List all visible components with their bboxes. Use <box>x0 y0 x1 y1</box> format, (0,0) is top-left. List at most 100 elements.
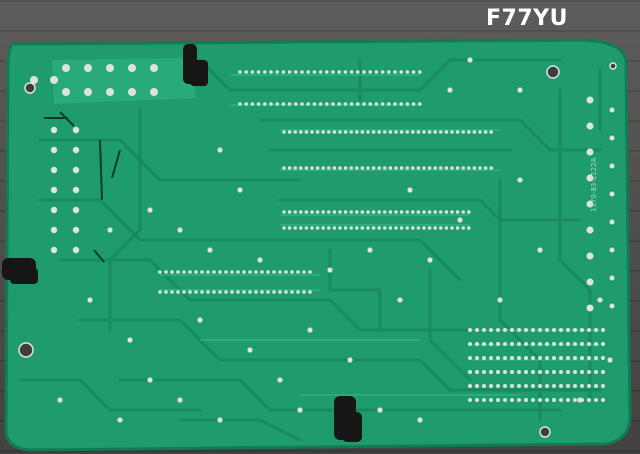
solder-pad <box>545 384 549 388</box>
standoff-clips <box>2 44 362 442</box>
solder-pad <box>552 356 556 360</box>
solder-pad <box>416 130 421 134</box>
solder-pad <box>559 384 563 388</box>
solder-pad <box>388 210 393 214</box>
solder-pad <box>197 317 203 323</box>
solder-pad <box>62 88 70 96</box>
solder-pad <box>455 166 460 170</box>
mounting-hole <box>609 62 617 70</box>
solder-pad <box>427 166 432 170</box>
solder-pad <box>332 166 337 170</box>
solder-pad <box>468 398 472 402</box>
solder-pad <box>206 290 210 294</box>
solder-pad <box>299 210 303 214</box>
solder-pad <box>397 297 403 303</box>
solder-pad <box>263 102 267 106</box>
solder-pad <box>531 328 535 332</box>
solder-pad <box>433 130 438 134</box>
solder-pad <box>405 210 410 214</box>
solder-pad <box>294 70 298 74</box>
solder-pads <box>30 57 615 423</box>
solder-pad <box>601 328 605 332</box>
solder-pad <box>158 290 162 294</box>
solder-pad <box>496 384 500 388</box>
solder-pad <box>483 166 488 170</box>
solder-pad <box>272 270 276 274</box>
solder-pad <box>496 356 500 360</box>
solder-pad <box>545 342 549 346</box>
solder-pad <box>331 102 335 106</box>
solder-pad <box>387 102 391 106</box>
solder-pad <box>422 226 426 230</box>
solder-pad <box>566 370 570 374</box>
solder-pad <box>296 270 300 274</box>
solder-pad <box>207 247 213 253</box>
solder-pad <box>416 166 421 170</box>
solder-pad <box>50 146 58 154</box>
solder-pad <box>417 417 423 423</box>
solder-pad <box>293 166 298 170</box>
solder-pad <box>468 356 472 360</box>
solder-pad <box>277 377 283 383</box>
solder-pad <box>307 327 313 333</box>
solder-pad <box>242 270 246 274</box>
solder-pad <box>433 166 438 170</box>
solder-pad <box>260 290 264 294</box>
solder-pad <box>552 384 556 388</box>
solder-pad <box>242 290 246 294</box>
solder-pad <box>517 87 523 93</box>
solder-pad <box>531 342 535 346</box>
solder-pad <box>411 102 416 106</box>
solder-pad <box>559 328 563 332</box>
solder-pad <box>343 130 348 134</box>
solder-pad <box>194 290 198 294</box>
solder-pad <box>72 246 80 254</box>
solder-pad <box>587 384 591 388</box>
solder-pad <box>150 64 158 72</box>
solder-pad <box>594 328 598 332</box>
solder-pad <box>87 297 93 303</box>
solder-pad <box>503 370 507 374</box>
solder-pad <box>482 384 486 388</box>
solder-pad <box>355 130 359 134</box>
solder-pad <box>510 342 514 346</box>
solder-pad <box>106 88 114 96</box>
solder-pad <box>304 226 309 230</box>
solder-pad <box>200 290 204 294</box>
solder-pad <box>383 166 387 170</box>
solder-pad <box>394 210 398 214</box>
silkscreen-text: 1170-83-1122A <box>590 157 598 212</box>
standoff-bottom <box>334 396 362 442</box>
solder-pad <box>609 247 615 253</box>
solder-pad <box>580 384 584 388</box>
solder-pad <box>531 356 535 360</box>
solder-pad <box>321 210 326 214</box>
solder-pad <box>290 290 294 294</box>
solder-pad <box>580 356 584 360</box>
solder-pad <box>349 226 354 230</box>
solder-pad <box>256 102 261 106</box>
solder-pad <box>461 226 466 230</box>
solder-pad <box>597 297 603 303</box>
solder-pad <box>586 252 594 260</box>
solder-pad <box>269 102 273 106</box>
solder-pad <box>531 384 535 388</box>
solder-pad <box>217 147 223 153</box>
solder-pad <box>489 130 494 134</box>
solder-pad <box>489 398 493 402</box>
solder-pad <box>496 398 500 402</box>
solder-pad <box>360 226 365 230</box>
solder-pad <box>287 70 292 74</box>
solder-pad <box>545 356 549 360</box>
solder-pad <box>427 210 432 214</box>
solder-pad <box>399 210 404 214</box>
solder-pad <box>427 130 432 134</box>
solder-pad <box>587 398 591 402</box>
solder-pad <box>510 370 514 374</box>
solder-pad <box>482 328 486 332</box>
solder-pad <box>343 102 348 106</box>
solder-pad <box>455 130 460 134</box>
solder-pad <box>524 370 528 374</box>
